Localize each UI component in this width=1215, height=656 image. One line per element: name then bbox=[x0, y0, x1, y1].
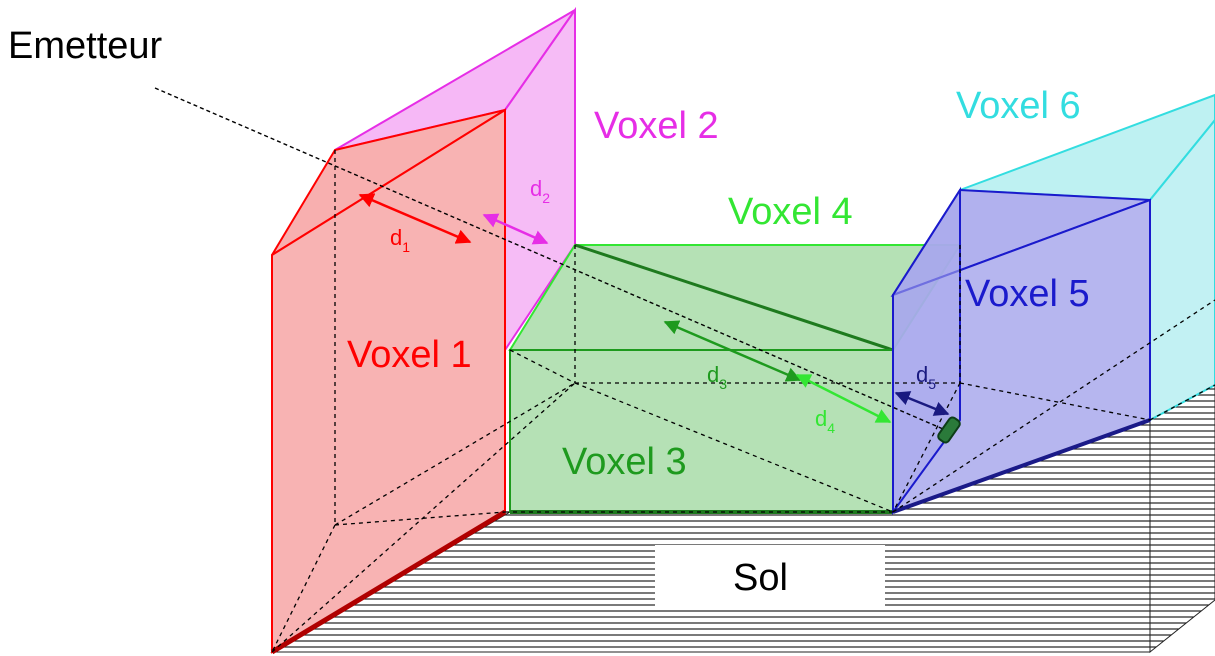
d1-arrow bbox=[358, 193, 472, 244]
distance-arrows bbox=[358, 193, 950, 424]
voxel-3-label: Voxel 3 bbox=[562, 441, 687, 483]
voxel-1-base bbox=[270, 509, 507, 655]
voxel-1-label: Voxel 1 bbox=[347, 334, 472, 376]
d2-arrow bbox=[482, 213, 549, 245]
voxel-6-label: Voxel 6 bbox=[956, 85, 1081, 127]
ground-label-box bbox=[655, 545, 885, 607]
voxel-6 bbox=[959, 93, 1215, 422]
d2-label: d2 bbox=[530, 176, 550, 206]
voxel-5 bbox=[890, 186, 1151, 516]
ground-right-face bbox=[1149, 384, 1215, 654]
voxel-2-label: Voxel 2 bbox=[594, 105, 719, 147]
voxel-5-base bbox=[892, 418, 1151, 514]
sensor bbox=[937, 416, 961, 444]
d4-arrow bbox=[795, 373, 892, 424]
ground-label: Sol bbox=[733, 557, 788, 599]
voxel-5-label: Voxel 5 bbox=[965, 273, 1090, 315]
d3-arrow bbox=[663, 320, 802, 382]
d3-label: d3 bbox=[707, 362, 727, 392]
voxel-4-diagonal bbox=[574, 243, 894, 352]
voxel-4 bbox=[508, 243, 962, 352]
voxel-3-front bbox=[509, 349, 894, 513]
d1-label: d1 bbox=[390, 225, 410, 255]
voxel-4-label: Voxel 4 bbox=[728, 191, 853, 233]
emitter-label: Emetteur bbox=[8, 25, 163, 67]
voxel-3 bbox=[509, 349, 894, 514]
d4-label: d4 bbox=[815, 406, 835, 436]
d5-label: d5 bbox=[916, 362, 936, 392]
ground bbox=[270, 384, 1215, 654]
d5-arrow bbox=[894, 391, 950, 416]
